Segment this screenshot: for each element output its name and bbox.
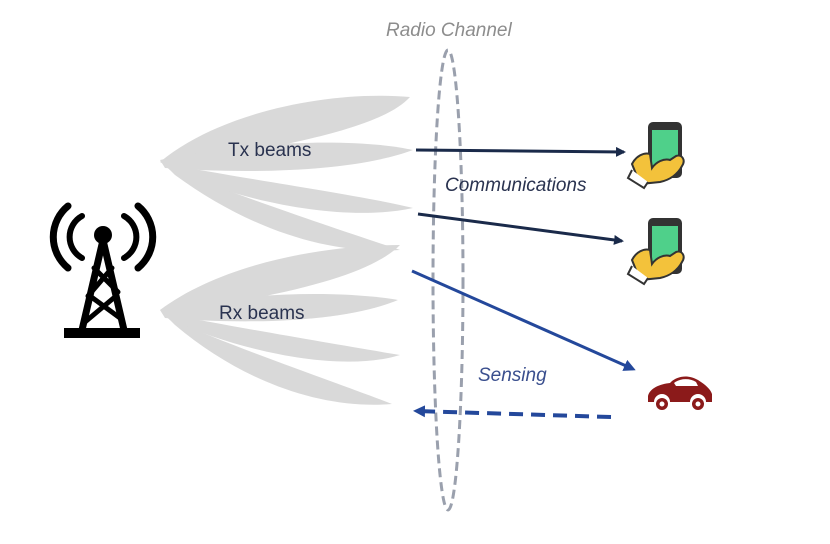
tx-beams-shape [160,95,413,251]
rx-beams-shape [160,245,400,405]
tx-beams-label: Tx beams [228,140,312,161]
comm-arrow-2 [417,212,624,245]
rx-beams-label: Rx beams [219,303,305,324]
comm-arrow-1 [415,146,626,157]
radio-channel-ellipse [431,48,465,512]
smartphone-hand-icon [626,122,685,190]
sensing-arrow-echo [413,405,612,419]
car-icon [648,376,712,410]
cell-tower-icon [49,202,157,338]
sensing-label: Sensing [478,365,547,386]
smartphone-hand-icon [626,218,685,286]
radio-channel-label: Radio Channel [386,20,512,41]
sensing-arrow-out [411,269,636,371]
communications-label: Communications [445,175,587,196]
